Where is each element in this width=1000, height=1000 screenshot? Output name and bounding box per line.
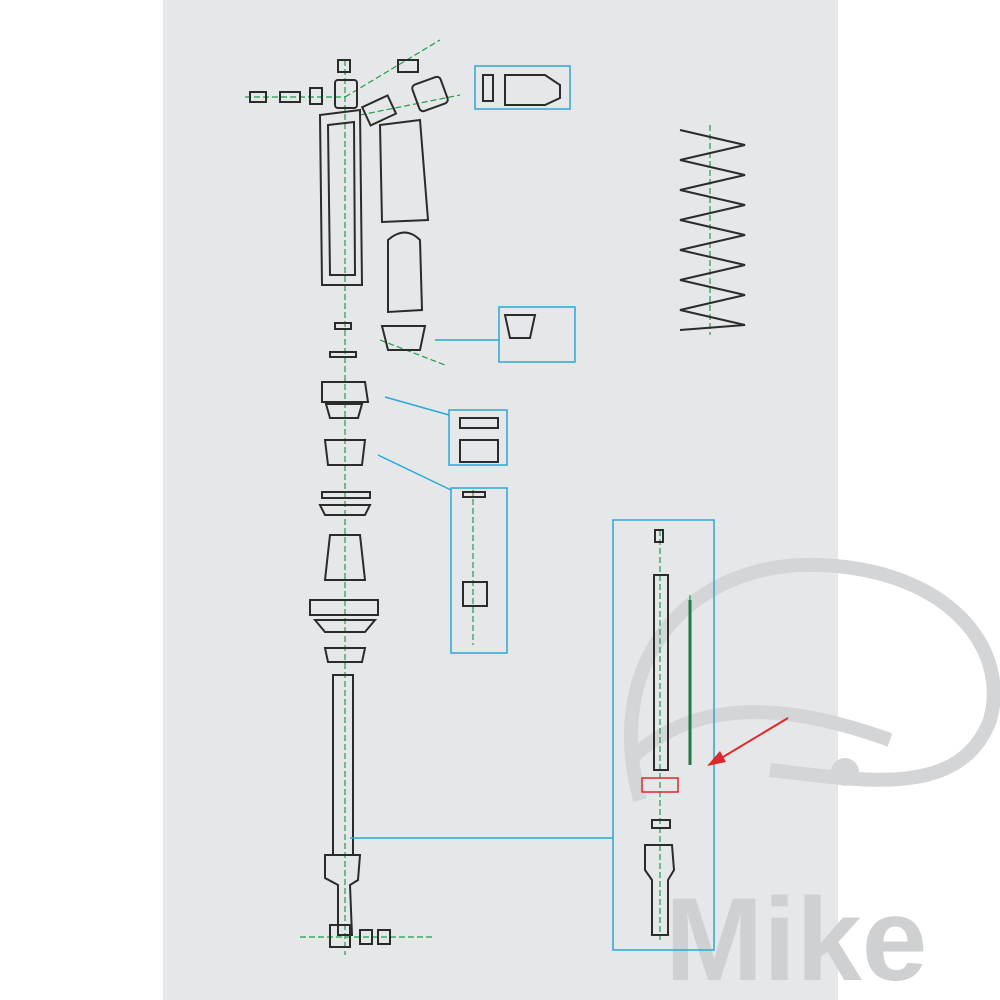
callout-box-seals (448, 409, 508, 466)
highlight-box (641, 777, 679, 793)
piston-cap (387, 231, 424, 314)
reservoir-tube (378, 118, 430, 224)
pointer-arrow (707, 717, 789, 766)
drawing-panel (163, 0, 838, 1000)
watermark-text: Mike (665, 874, 927, 1000)
piston-rod (653, 574, 669, 771)
watermark-logo (624, 557, 1000, 802)
coil-spring (679, 129, 746, 331)
callouts (350, 65, 715, 951)
reservoir-body (318, 108, 364, 286)
callout-box-piston (450, 487, 508, 654)
parts (249, 59, 746, 948)
callout-box-cap (498, 306, 576, 363)
callout-box-rod (612, 519, 715, 951)
center-axis (245, 39, 711, 955)
callout-box-valve (474, 65, 571, 110)
